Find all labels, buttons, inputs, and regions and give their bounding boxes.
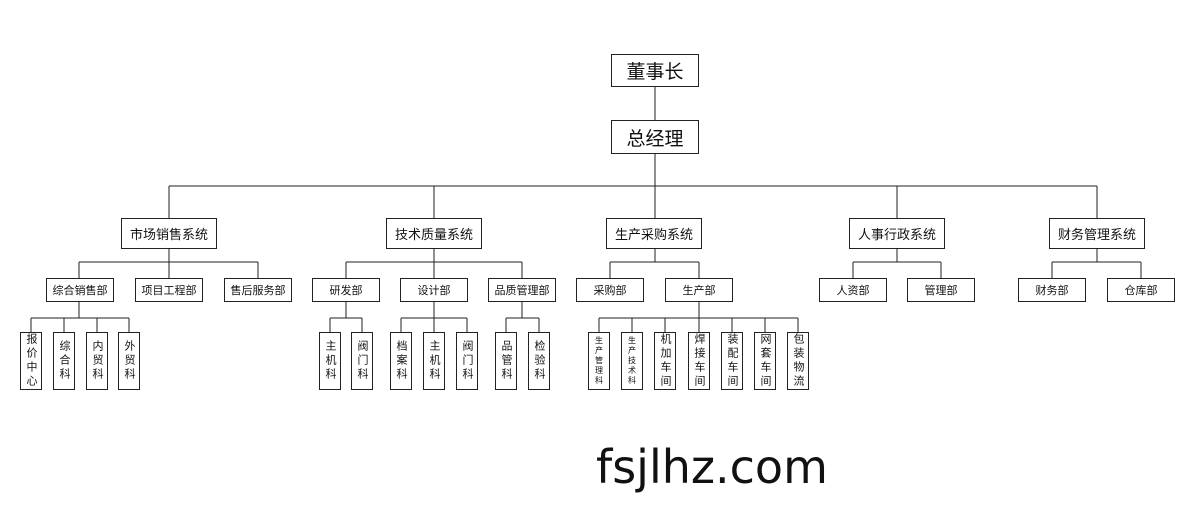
node-rd-main-unit-section: 主机科 bbox=[319, 332, 341, 390]
node-tech-quality-system: 技术质量系统 bbox=[386, 218, 482, 249]
node-assembly-workshop: 装配车间 bbox=[721, 332, 743, 390]
node-purchasing-dept: 采购部 bbox=[576, 278, 644, 302]
node-rd-valve-section: 阀门科 bbox=[351, 332, 373, 390]
node-production-mgmt-section: 生产管理科 bbox=[588, 332, 610, 390]
node-production-tech-section: 生产技术科 bbox=[621, 332, 643, 390]
node-welding-workshop: 焊接车间 bbox=[688, 332, 710, 390]
node-quality-control-section: 品管科 bbox=[495, 332, 517, 390]
node-design-main-unit-section: 主机科 bbox=[423, 332, 445, 390]
watermark-text: fsjlhz.com bbox=[596, 440, 828, 494]
node-warehouse-dept: 仓库部 bbox=[1107, 278, 1175, 302]
node-domestic-trade-section: 内贸科 bbox=[86, 332, 108, 390]
node-design-valve-section: 阀门科 bbox=[456, 332, 478, 390]
node-net-sleeve-workshop: 网套车间 bbox=[754, 332, 776, 390]
node-hr-dept: 人资部 bbox=[819, 278, 887, 302]
node-project-engineering-dept: 项目工程部 bbox=[135, 278, 203, 302]
node-general-sales-dept: 综合销售部 bbox=[46, 278, 114, 302]
node-hr-admin-system: 人事行政系统 bbox=[849, 218, 945, 249]
node-rd-dept: 研发部 bbox=[312, 278, 380, 302]
node-quality-mgmt-dept: 品质管理部 bbox=[488, 278, 556, 302]
node-production-purchase-system: 生产采购系统 bbox=[606, 218, 702, 249]
node-general-section: 综合科 bbox=[53, 332, 75, 390]
node-design-dept: 设计部 bbox=[400, 278, 468, 302]
node-after-sales-dept: 售后服务部 bbox=[224, 278, 292, 302]
node-packing-logistics: 包装物流 bbox=[787, 332, 809, 390]
node-finance-dept: 财务部 bbox=[1018, 278, 1086, 302]
node-production-dept: 生产部 bbox=[665, 278, 733, 302]
node-market-sales-system: 市场销售系统 bbox=[121, 218, 217, 249]
node-general-manager: 总经理 bbox=[611, 120, 699, 154]
node-archive-section: 档案科 bbox=[390, 332, 412, 390]
node-admin-dept: 管理部 bbox=[907, 278, 975, 302]
node-finance-system: 财务管理系统 bbox=[1049, 218, 1145, 249]
node-chairman: 董事长 bbox=[611, 54, 699, 87]
node-foreign-trade-section: 外贸科 bbox=[118, 332, 140, 390]
node-quote-center: 报价中心 bbox=[20, 332, 42, 390]
node-inspection-section: 检验科 bbox=[528, 332, 550, 390]
node-machining-workshop: 机加车间 bbox=[654, 332, 676, 390]
